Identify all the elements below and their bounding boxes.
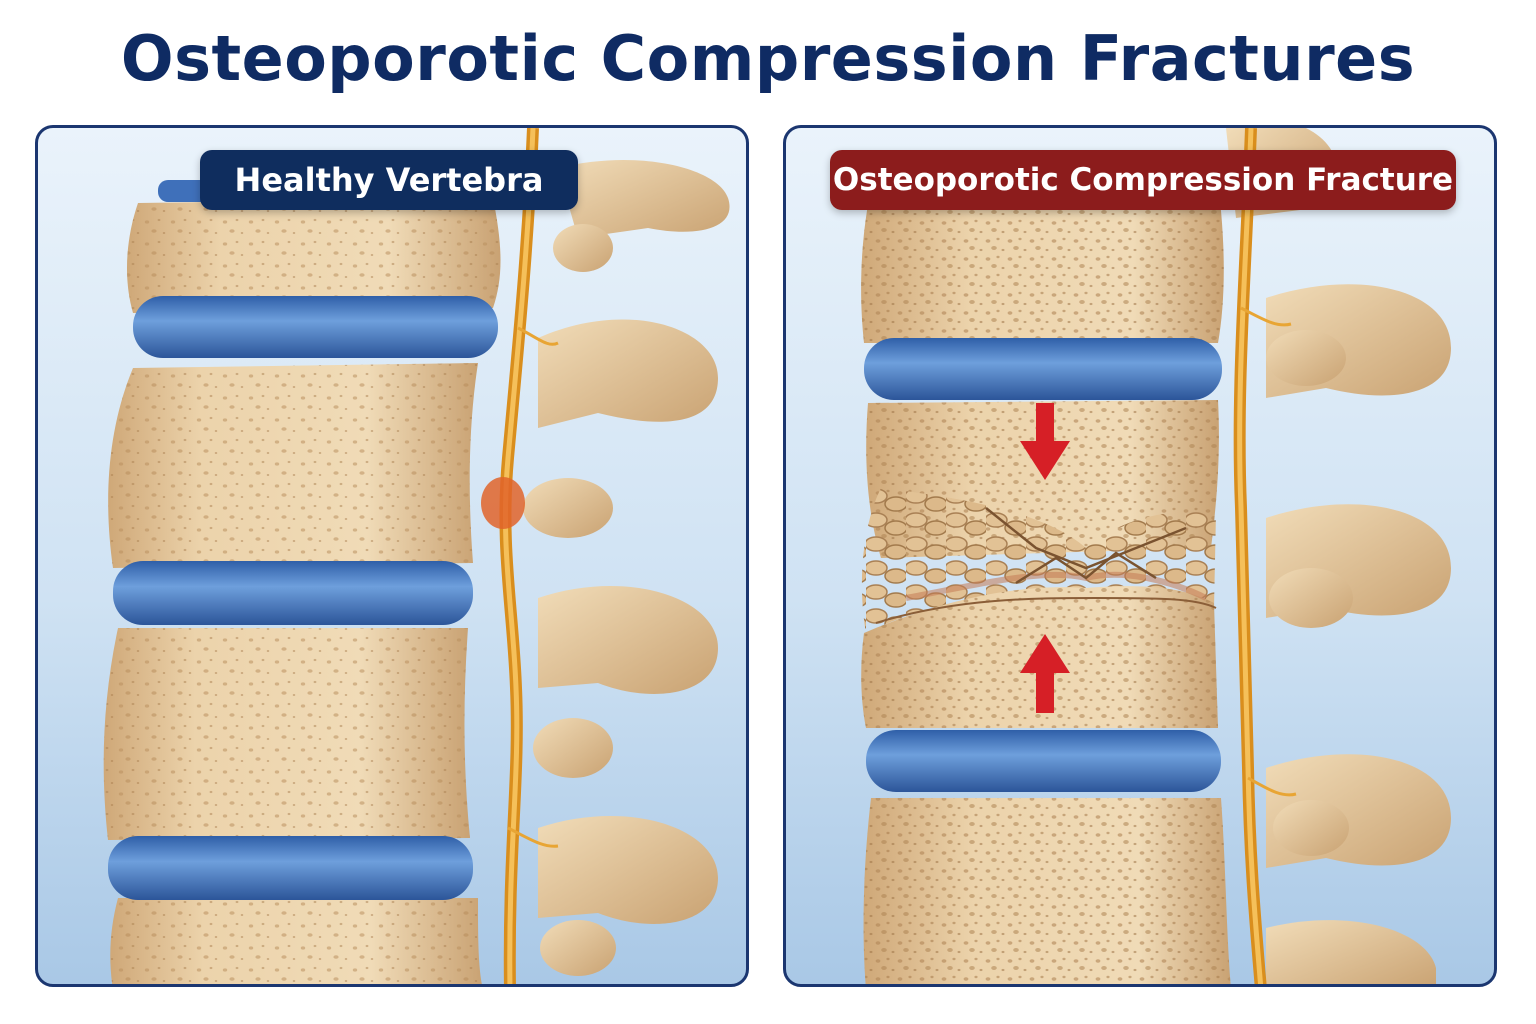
spinous-processes — [523, 159, 730, 976]
fractured-spine-illustration — [861, 128, 1451, 984]
vertebral-bodies — [861, 168, 1231, 984]
vertebral-bodies — [103, 198, 501, 984]
spinal-nerve — [1233, 128, 1297, 984]
fracture-label: Osteoporotic Compression Fracture — [830, 150, 1456, 210]
healthy-vertebra-panel: Healthy Vertebra — [35, 125, 749, 987]
spinal-nerve — [481, 128, 559, 984]
intervertebral-discs — [108, 180, 498, 900]
compression-arrow-down-icon — [1020, 403, 1070, 480]
healthy-vertebra-label: Healthy Vertebra — [200, 150, 578, 210]
page-title: Osteoporotic Compression Fractures — [120, 22, 1416, 95]
compression-arrow-up-icon — [1020, 634, 1070, 713]
spinous-processes — [1226, 128, 1451, 984]
intervertebral-discs — [864, 338, 1222, 792]
fracture-panel: Osteoporotic Compression Fracture — [783, 125, 1497, 987]
healthy-spine-illustration — [103, 128, 730, 984]
